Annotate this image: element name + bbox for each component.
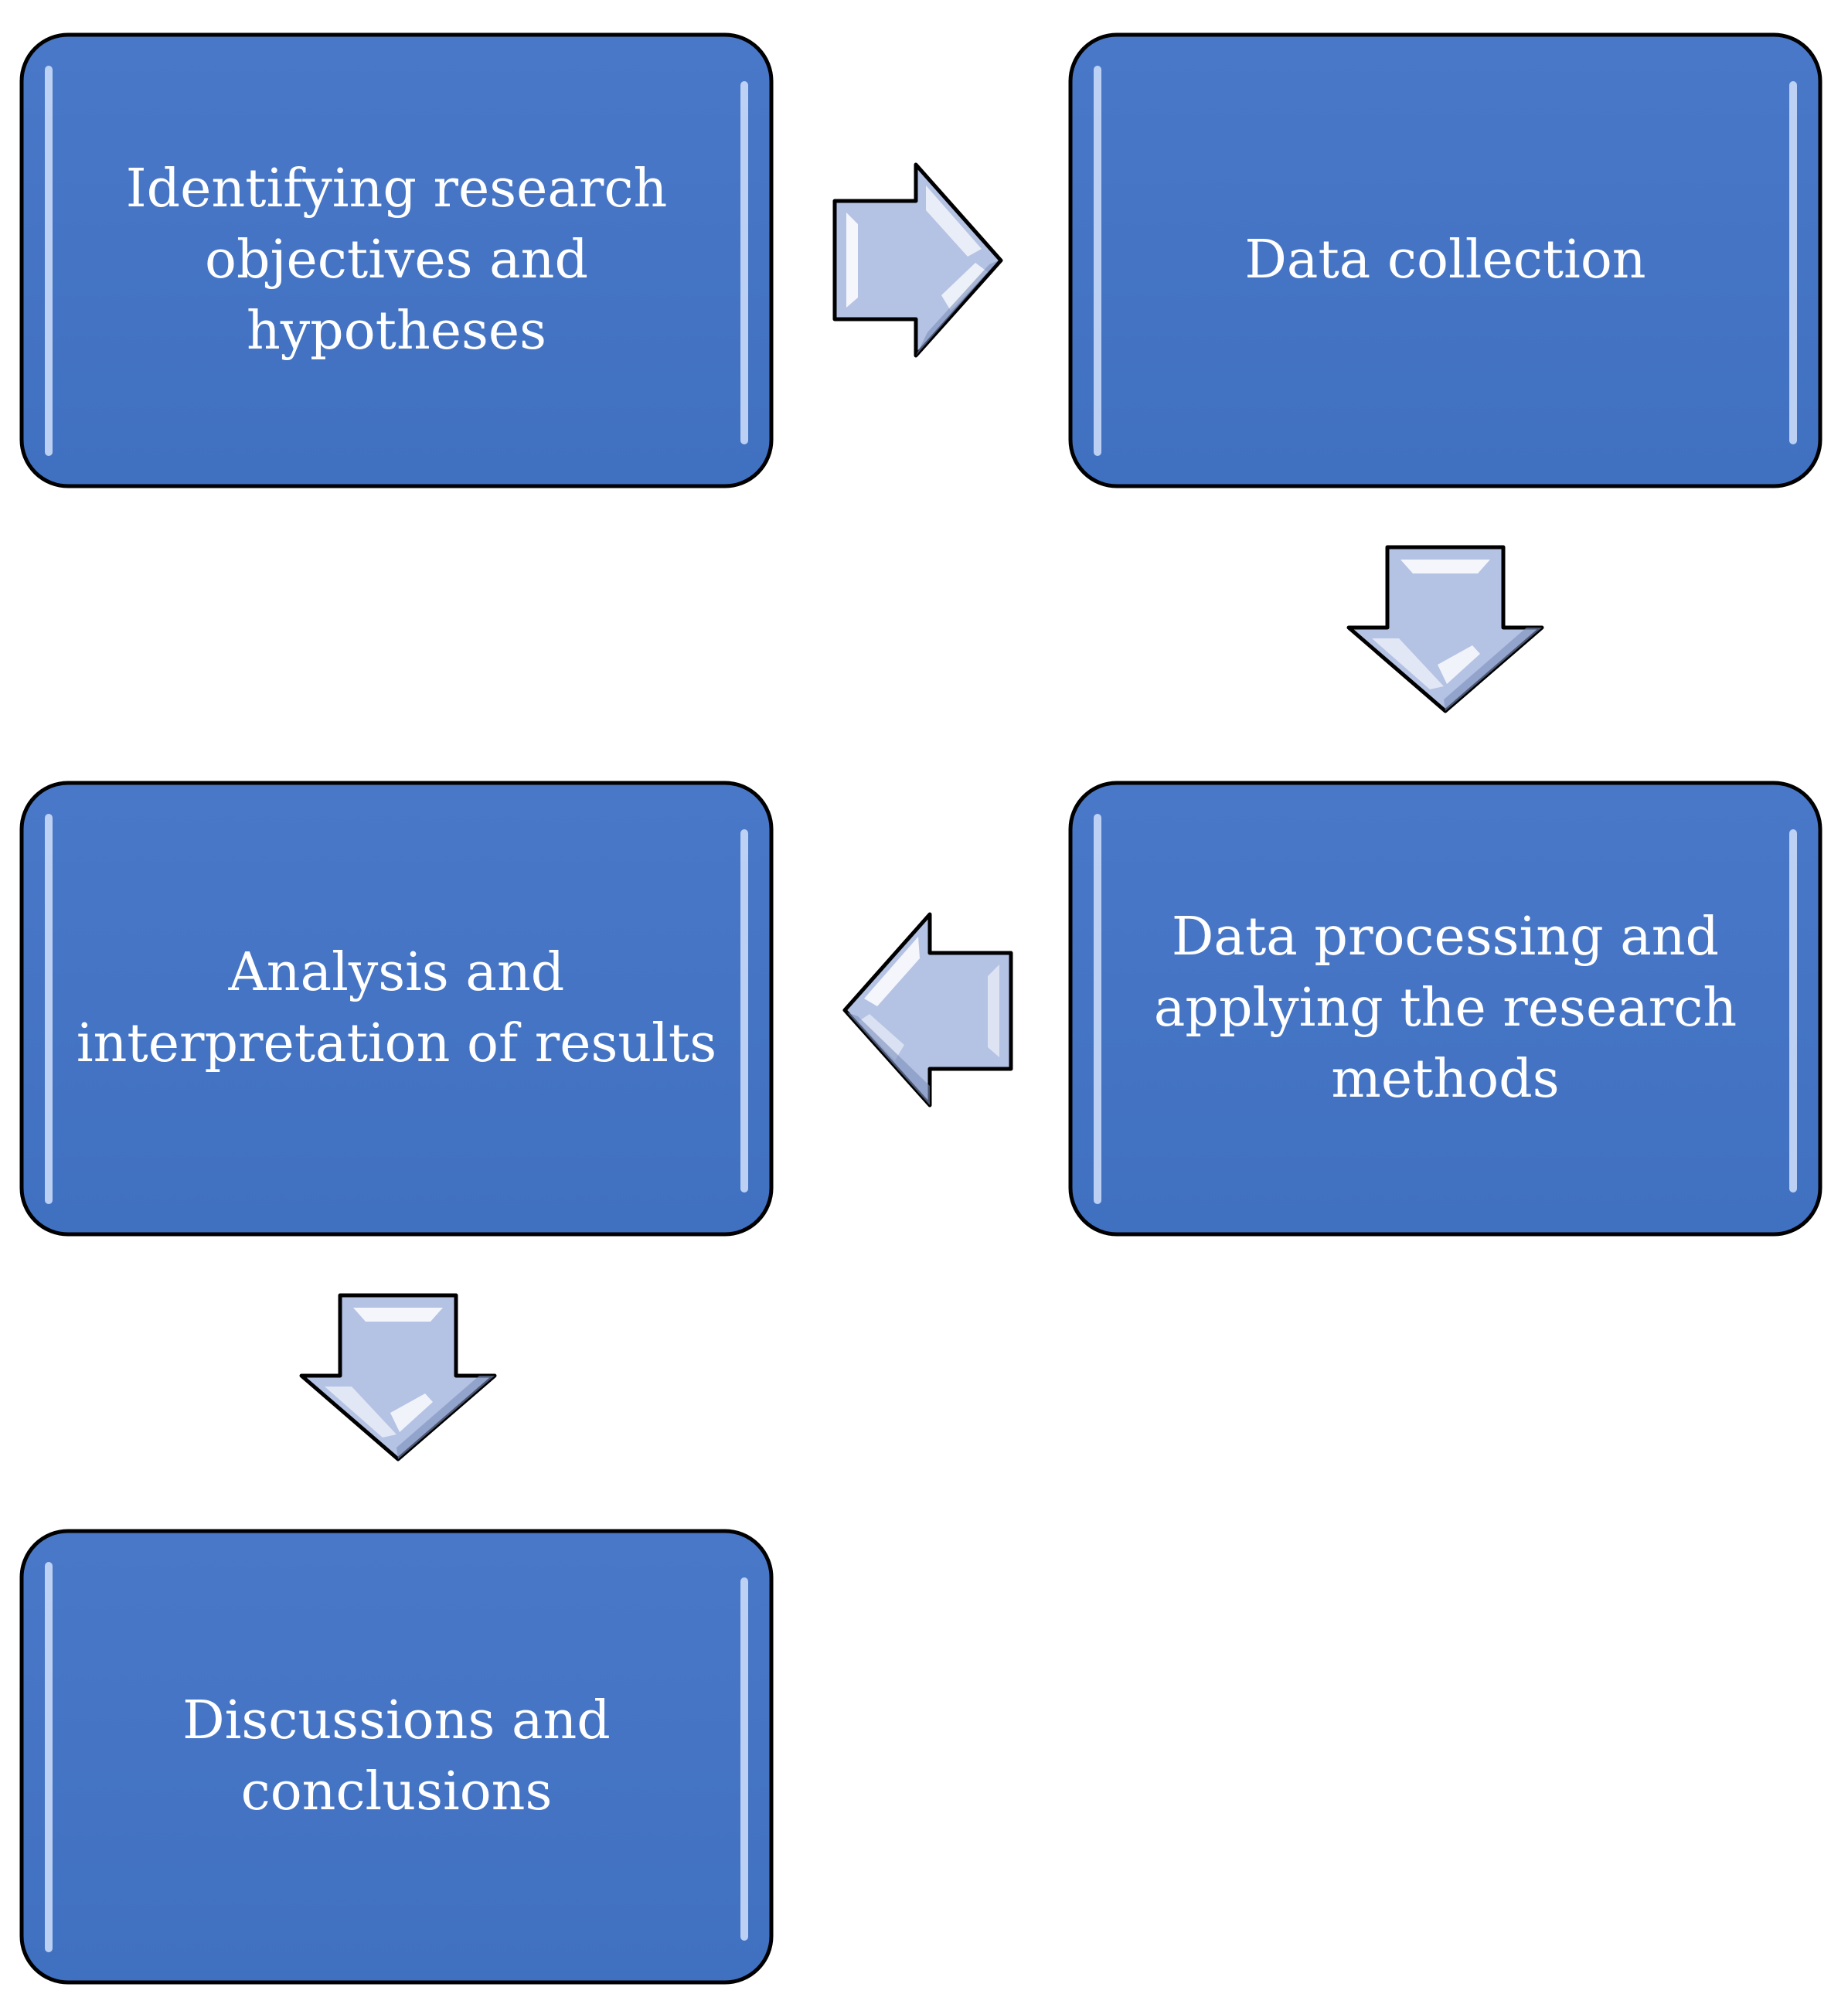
arrow-down-icon <box>299 1293 497 1461</box>
arrow-left-icon <box>842 912 1013 1108</box>
step-label-discussions: Discussions and conclusions <box>182 1690 611 1822</box>
step-label-analysis: Analysis and interpretation of results <box>76 942 717 1074</box>
step-label-data-collection: Data collection <box>1244 230 1646 291</box>
step-box-4 <box>19 781 774 1237</box>
arrow-down-icon <box>1346 545 1544 713</box>
step-label-data-processing: Data processing and applying the researc… <box>1153 907 1737 1110</box>
step-box-3 <box>1068 781 1822 1237</box>
arrow-right-icon <box>832 162 1003 358</box>
step-label-identifying-objectives: Identifying research objectives and hypo… <box>125 158 668 362</box>
step-box-1 <box>19 32 774 488</box>
step-box-2 <box>1068 32 1822 488</box>
step-box-5 <box>19 1529 774 1985</box>
